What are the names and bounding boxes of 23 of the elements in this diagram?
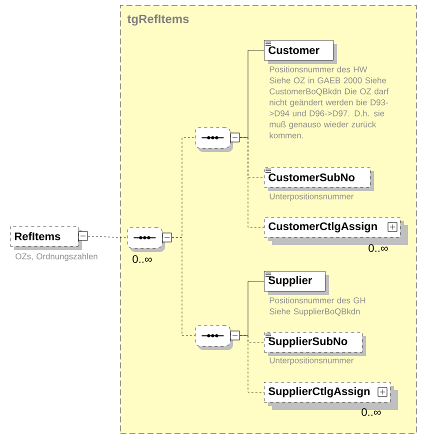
connector-line (240, 138, 264, 228)
element-box: Customer (264, 40, 337, 64)
description-text: OZs, Ordnungszahlen (16, 253, 98, 262)
description-text: Unterpositionsnummer (270, 193, 354, 202)
connector-line (88, 236, 128, 238)
sequence-box (127, 227, 172, 252)
sequence-box (195, 325, 240, 350)
connector-line (240, 50, 264, 138)
element-box: CustomerCtlgAssign (264, 217, 408, 245)
multiplicity-label: 0..∞ (368, 244, 388, 252)
description-text: Unterpositionsnummer (270, 357, 354, 366)
connector-line (172, 238, 196, 336)
sequence-box (195, 127, 240, 152)
multiplicity-label: 0..∞ (362, 408, 381, 416)
element-box: SupplierSubNo (264, 332, 366, 356)
element-box: Supplier (264, 271, 329, 295)
multiplicity-label: 0..∞ (132, 255, 152, 263)
description-text: Positionsnummer des HW Siehe OZ in GAEB 2000 Siehe CustomerBoQBkdn Die OZ darf nicht geändert werden bie D93->D94 und D96->D97. D.h. sie muß genauso wieder zurück kommen. (270, 66, 389, 138)
connector-line (240, 281, 264, 336)
connector-line (240, 336, 264, 392)
element-box: CustomerSubNo (264, 167, 374, 191)
element-box: RefItems (10, 226, 88, 250)
description-text: Positionsnummer des GH Siehe SupplierBoQBkdn (270, 297, 366, 316)
